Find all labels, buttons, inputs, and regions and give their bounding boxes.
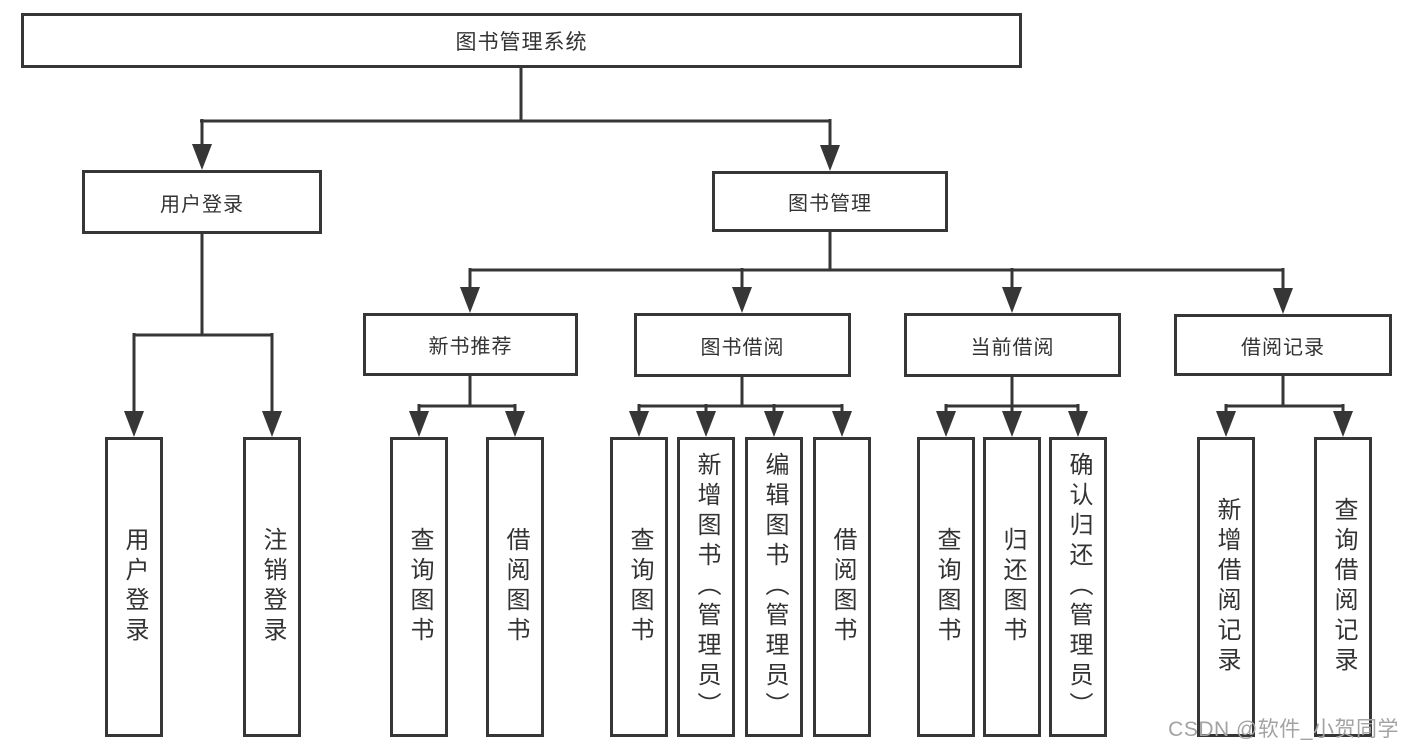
node-book-management-branch: 图书管理 [712,171,948,232]
node-current-borrow: 当前借阅 [904,313,1121,377]
node-book-borrow: 图书借阅 [634,313,851,377]
arrowheads [124,144,1353,437]
leaf-label: 用户登录 [121,527,148,647]
csdn-watermark: CSDN @软件_小贺同学 [1168,718,1399,741]
leaf-logout-login: 注销登录 [243,437,301,737]
leaf-borrow-book-recommend: 借阅图书 [486,437,544,737]
leaf-add-book-admin: 新增图书（管理员） [677,437,735,737]
leaf-borrow-book: 借阅图书 [813,437,871,737]
leaf-query-book-borrow: 查询图书 [610,437,668,737]
leaf-label: 借阅图书 [829,527,856,647]
leaf-label: 查询图书 [406,527,433,647]
node-root-library-system: 图书管理系统 [21,13,1022,68]
leaf-label: 查询图书 [933,527,960,647]
node-user-login-branch: 用户登录 [82,170,322,234]
leaf-label: 编辑图书（管理员） [761,452,788,722]
leaf-label: 归还图书 [999,527,1026,647]
leaf-return-book: 归还图书 [983,437,1041,737]
leaf-edit-book-admin: 编辑图书（管理员） [745,437,803,737]
leaf-label: 确认归还（管理员） [1065,452,1092,722]
node-borrow-records: 借阅记录 [1174,314,1392,376]
node-new-book-recommend: 新书推荐 [363,313,578,376]
leaf-label: 查询借阅记录 [1330,497,1357,677]
leaf-query-borrow-record: 查询借阅记录 [1314,437,1372,737]
leaf-label: 新增借阅记录 [1213,497,1240,677]
leaf-user-login: 用户登录 [105,437,163,737]
leaf-query-book-recommend: 查询图书 [390,437,448,737]
leaf-confirm-return-admin: 确认归还（管理员） [1049,437,1107,737]
leaf-add-borrow-record: 新增借阅记录 [1197,437,1255,737]
leaf-query-book-current: 查询图书 [917,437,975,737]
leaf-label: 注销登录 [259,527,286,647]
leaf-label: 借阅图书 [502,527,529,647]
leaf-label: 新增图书（管理员） [693,452,720,722]
leaf-label: 查询图书 [626,527,653,647]
